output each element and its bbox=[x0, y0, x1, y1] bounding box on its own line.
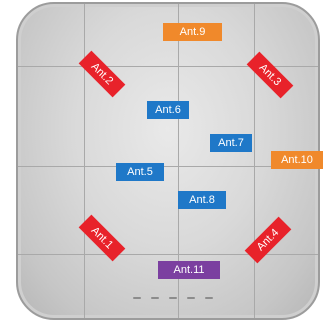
status-led bbox=[187, 296, 195, 299]
antenna-label-ant10: Ant.10 bbox=[271, 151, 323, 169]
grid-line-vertical bbox=[254, 4, 255, 318]
status-led bbox=[133, 296, 141, 299]
antenna-label-ant11: Ant.11 bbox=[158, 261, 220, 279]
grid-line-horizontal bbox=[18, 166, 318, 167]
status-led-strip bbox=[133, 296, 213, 299]
grid-line-horizontal bbox=[18, 254, 318, 255]
status-led bbox=[169, 296, 177, 299]
status-led bbox=[205, 296, 213, 299]
antenna-label-ant9: Ant.9 bbox=[163, 23, 222, 41]
grid-line-horizontal bbox=[18, 66, 318, 67]
grid-line-vertical bbox=[178, 4, 179, 318]
antenna-label-ant5: Ant.5 bbox=[116, 163, 164, 181]
antenna-label-ant6: Ant.6 bbox=[147, 101, 189, 119]
antenna-label-ant8: Ant.8 bbox=[178, 191, 226, 209]
status-led bbox=[151, 296, 159, 299]
antenna-label-ant7: Ant.7 bbox=[210, 134, 252, 152]
grid-line-vertical bbox=[84, 4, 85, 318]
